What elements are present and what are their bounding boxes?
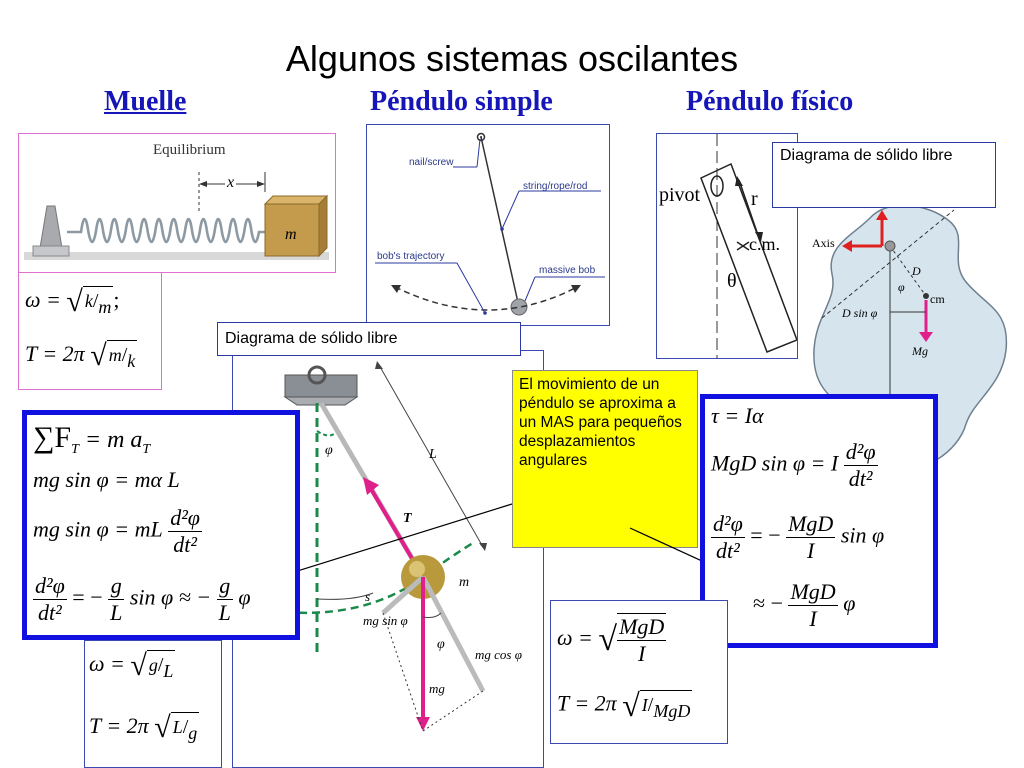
trajectory-label: bob's trajectory bbox=[377, 251, 445, 262]
simple-period-eq: T = 2π √L/g bbox=[89, 711, 200, 744]
phi-top-label: φ bbox=[325, 443, 333, 458]
simple-eq-2: mg sin φ = mα L bbox=[33, 467, 180, 492]
string-label: string/rope/rod bbox=[523, 181, 588, 192]
header-simple-pendulum: Péndulo simple bbox=[370, 86, 553, 117]
simple-pendulum-figure: nail/screw string/rope/rod bob's traject… bbox=[366, 124, 610, 326]
simple-omega-eq: ω = √g/L bbox=[89, 649, 176, 682]
slide-title: Algunos sistemas oscilantes bbox=[285, 38, 739, 79]
phi-label-physical: φ bbox=[898, 280, 905, 294]
nail-label: nail/screw bbox=[409, 157, 454, 168]
fbd-label-simple: Diagrama de sólido libre bbox=[217, 322, 521, 356]
m-label: m bbox=[285, 226, 297, 243]
phi-bottom-label: φ bbox=[437, 637, 445, 652]
s-label: s bbox=[365, 589, 371, 604]
spring-illustration bbox=[24, 172, 329, 260]
header-spring: Muelle bbox=[104, 86, 187, 117]
cm-label: c.m. bbox=[749, 234, 780, 254]
physical-period-eq: T = 2π √I/MgD bbox=[557, 687, 693, 723]
pivot-label: pivot bbox=[659, 184, 701, 206]
m-bob-label: m bbox=[459, 575, 470, 590]
r-label: r bbox=[751, 188, 758, 210]
physical-eq-1: τ = Iα bbox=[711, 403, 764, 428]
axis-label: Axis bbox=[812, 236, 835, 250]
mg-label: mg bbox=[429, 681, 445, 696]
simple-equations-box: ∑FT = m aT mg sin φ = mα L mg sin φ = mL… bbox=[22, 410, 300, 640]
spring-formulas: ω = √k/m; T = 2π √m/k bbox=[18, 272, 162, 390]
header-physical-pendulum: Péndulo físico bbox=[686, 86, 854, 117]
simple-eq-1: ∑FT = m aT bbox=[33, 421, 151, 457]
fbd-label-physical: Diagrama de sólido libre bbox=[772, 142, 996, 208]
theta-label: θ bbox=[727, 270, 737, 292]
note-box: El movimiento de un péndulo se aproxima … bbox=[512, 370, 698, 548]
cm-label-2: cm bbox=[930, 292, 945, 306]
T-label: T bbox=[403, 511, 412, 526]
mg-sin-label: mg sin φ bbox=[363, 613, 408, 628]
physical-pendulum-illustration bbox=[700, 134, 797, 358]
Mg-label: Mg bbox=[912, 344, 928, 358]
equilibrium-label: Equilibrium bbox=[153, 142, 226, 158]
spring-figure: Equilibrium x m bbox=[18, 133, 336, 273]
L-label: L bbox=[429, 447, 437, 462]
simple-pendulum-illustration bbox=[375, 132, 605, 316]
D-label: D bbox=[912, 264, 921, 278]
simple-results: ω = √g/L T = 2π √L/g bbox=[84, 640, 222, 768]
dsin-label: D sin φ bbox=[842, 306, 878, 320]
x-label: x bbox=[225, 174, 237, 192]
bob-label: massive bob bbox=[539, 265, 596, 276]
spring-period-eq: T = 2π √m/k bbox=[25, 339, 138, 372]
simple-fbd-illustration bbox=[272, 361, 487, 732]
spring-omega-eq: ω = √k/m; bbox=[25, 285, 120, 318]
mg-cos-label: mg cos φ bbox=[475, 647, 522, 662]
